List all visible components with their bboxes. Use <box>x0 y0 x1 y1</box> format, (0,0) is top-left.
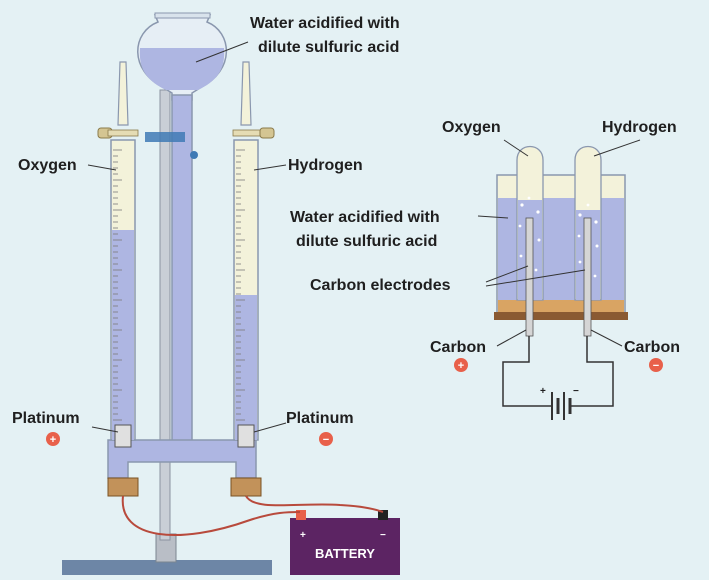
oxygen-tube <box>98 62 138 496</box>
hydrogen-stopper <box>231 478 261 496</box>
platinum-right-label: Platinum <box>286 410 354 427</box>
hydrogen-leader-right <box>594 140 640 156</box>
reservoir-solution <box>140 48 224 90</box>
water-label-right-line1: Water acidified with <box>290 209 440 226</box>
water-label-right-line2: dilute sulfuric acid <box>296 233 437 250</box>
water-label-line2: dilute sulfuric acid <box>258 39 399 56</box>
platinum-electrode-left <box>115 425 131 447</box>
carbon-right-leader <box>591 330 622 346</box>
oxygen-tube-solution <box>112 230 134 440</box>
stand-rod <box>160 90 170 540</box>
oxygen-tip <box>118 62 128 125</box>
cell-plus-sign: + <box>540 386 546 397</box>
hofmann-voltameter: + − BATTERY Water acidified with dilute … <box>12 13 400 575</box>
hydrogen-tap-handle <box>260 128 274 138</box>
oxygen-label-left: Oxygen <box>18 157 77 174</box>
water-label-line1: Water acidified with <box>250 15 400 32</box>
anode-sign-right: + <box>458 360 464 372</box>
platinum-left-label: Platinum <box>12 410 80 427</box>
oxygen-stopper <box>108 478 138 496</box>
cell-minus-sign: − <box>573 386 579 397</box>
electrodes-label: Carbon electrodes <box>310 277 451 294</box>
carbon-left-leader <box>497 330 526 346</box>
hydrogen-tube-solution <box>235 295 257 440</box>
oxygen-label-right: Oxygen <box>442 119 501 136</box>
carbon-electrode-left <box>526 218 533 336</box>
wire-left <box>123 496 300 535</box>
carbon-right-label: Carbon <box>624 339 680 356</box>
beaker-base-layer <box>498 300 624 314</box>
cathode-sign-right: − <box>653 360 659 372</box>
beaker-base-plate <box>494 312 628 320</box>
battery-plus-sign: + <box>300 530 306 541</box>
central-stem <box>172 95 192 455</box>
platinum-right-leader <box>254 423 286 432</box>
hydrogen-label-left: Hydrogen <box>288 157 363 174</box>
battery-minus-sign: − <box>380 530 386 541</box>
hydrogen-label-right: Hydrogen <box>602 119 677 136</box>
anode-sign-left: + <box>50 434 56 446</box>
clamp-screw <box>190 151 198 159</box>
oxygen-tap <box>108 130 138 136</box>
hydrogen-tip <box>241 62 251 125</box>
reservoir-rim <box>155 13 210 18</box>
hydrogen-leader <box>254 165 286 170</box>
carbon-left-label: Carbon <box>430 339 486 356</box>
hydrogen-tap <box>233 130 263 136</box>
carbon-electrode-right <box>584 218 591 336</box>
battery-label: BATTERY <box>315 546 375 561</box>
hydrogen-tube <box>231 62 274 496</box>
platinum-electrode-right <box>238 425 254 447</box>
wire-right <box>246 496 383 512</box>
cathode-sign-left: − <box>323 434 329 446</box>
clamp <box>145 132 185 142</box>
